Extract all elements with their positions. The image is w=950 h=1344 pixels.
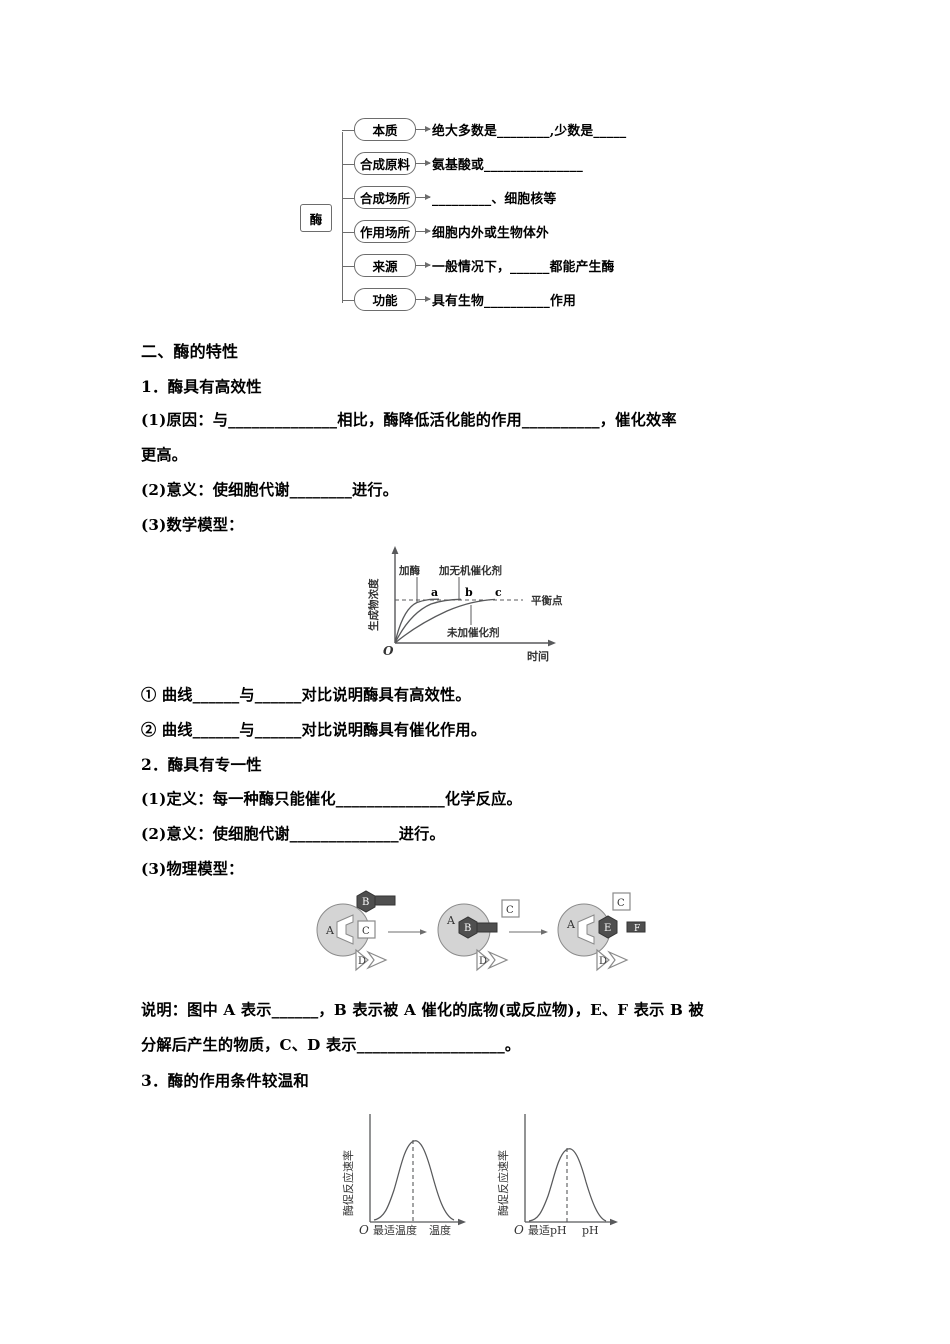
mindmap-node-label: 合成原料 bbox=[354, 152, 416, 175]
chart-rate-vs-temperature: 酶促反应速率 O 最适温度 温度 bbox=[341, 1114, 466, 1237]
arrow-right-icon bbox=[416, 262, 431, 268]
svg-text:加酶: 加酶 bbox=[398, 564, 420, 577]
svg-text:温度: 温度 bbox=[429, 1223, 451, 1237]
item1-line3: (2)意义：使细胞代谢________进行。 bbox=[141, 481, 399, 499]
chart-product-concentration-vs-time: 生成物浓度 O 时间 加酶 加无机催化剂 未加催化剂 平衡点 a b c bbox=[355, 543, 585, 663]
mindmap-node-label: 合成场所 bbox=[354, 186, 416, 209]
subsection-1-heading: 1．酶具有高效性 bbox=[141, 377, 262, 396]
svg-text:时间: 时间 bbox=[527, 649, 549, 663]
svg-text:O: O bbox=[383, 644, 394, 658]
svg-text:生成物浓度: 生成物浓度 bbox=[367, 578, 380, 631]
svg-text:酶促反应速率: 酶促反应速率 bbox=[496, 1150, 510, 1216]
svg-text:pH: pH bbox=[582, 1224, 599, 1237]
enzyme-mindmap-diagram: 酶 本质 绝大多数是________,少数是_____ 合成原料 氨基酸或___… bbox=[300, 118, 700, 338]
chart1-note1: ① 曲线______与______对比说明酶具有高效性。 bbox=[141, 686, 471, 704]
chart1-note2: ② 曲线______与______对比说明酶具有催化作用。 bbox=[141, 721, 487, 739]
branch-line bbox=[342, 266, 354, 267]
physmodel-group-2: A B C D bbox=[437, 899, 520, 972]
chart-rate-vs-ph: 酶促反应速率 O 最适pH pH bbox=[496, 1114, 618, 1237]
arrow-right-icon bbox=[416, 126, 431, 132]
item2-line2: (2)意义：使细胞代谢______________进行。 bbox=[141, 825, 445, 843]
branch-line bbox=[342, 130, 354, 131]
svg-text:B: B bbox=[362, 897, 369, 908]
branch-line bbox=[342, 232, 354, 233]
arrow-right-icon bbox=[416, 160, 431, 166]
svg-text:E: E bbox=[604, 923, 611, 934]
mindmap-node-label: 作用场所 bbox=[354, 220, 416, 243]
physmodel-note-line1: 说明：图中 A 表示______，B 表示被 A 催化的底物(或反应物)，E、F… bbox=[141, 1001, 704, 1019]
subsection-2-heading: 2．酶具有专一性 bbox=[141, 755, 262, 774]
branch-line bbox=[342, 300, 354, 301]
svg-text:酶促反应速率: 酶促反应速率 bbox=[341, 1150, 355, 1216]
physmodel-svg: A B C D A bbox=[316, 890, 646, 972]
mindmap-row-text: 细胞内外或生物体外 bbox=[432, 226, 549, 241]
mindmap-row-text: 一般情况下，______都能产生酶 bbox=[432, 260, 615, 275]
chart-pair-svg: 酶促反应速率 O 最适温度 温度 酶促反应速率 O bbox=[341, 1114, 618, 1237]
svg-text:D: D bbox=[358, 956, 366, 967]
reaction-arrow-icon-1 bbox=[388, 929, 427, 935]
item1-line1: (1)原因：与______________相比，酶降低活化能的作用_______… bbox=[141, 411, 677, 429]
reaction-arrow-icon-2 bbox=[509, 929, 548, 935]
svg-text:A: A bbox=[325, 924, 335, 937]
item2-line3: (3)物理模型： bbox=[141, 860, 244, 878]
arrow-right-icon bbox=[416, 228, 431, 234]
svg-text:C: C bbox=[617, 898, 625, 909]
svg-text:b: b bbox=[465, 586, 473, 599]
mindmap-row-text: 氨基酸或_______________ bbox=[432, 158, 583, 173]
svg-text:C: C bbox=[362, 926, 370, 937]
mindmap-root-node: 酶 bbox=[300, 204, 332, 232]
branch-line bbox=[342, 198, 354, 199]
mindmap-node-label: 本质 bbox=[354, 118, 416, 141]
arrow-right-icon bbox=[416, 296, 431, 302]
physmodel-group-1: A B C D bbox=[316, 890, 396, 972]
svg-text:D: D bbox=[599, 956, 607, 967]
svg-text:O: O bbox=[514, 1223, 524, 1237]
svg-text:B: B bbox=[464, 923, 471, 934]
item1-line4: (3)数学模型： bbox=[141, 516, 244, 534]
svg-text:平衡点: 平衡点 bbox=[531, 594, 563, 607]
svg-text:最适温度: 最适温度 bbox=[373, 1223, 417, 1237]
section-title: 二、酶的特性 bbox=[141, 342, 239, 361]
enzyme-specificity-physical-model: A B C D A bbox=[296, 888, 661, 986]
svg-text:A: A bbox=[566, 918, 576, 931]
svg-text:a: a bbox=[431, 586, 438, 599]
mindmap-row-text: 绝大多数是________,少数是_____ bbox=[432, 124, 627, 139]
mindmap-row-text: _________、细胞核等 bbox=[432, 192, 557, 207]
svg-text:c: c bbox=[495, 586, 502, 599]
svg-text:F: F bbox=[634, 924, 640, 934]
enzyme-condition-charts: 酶促反应速率 O 最适温度 温度 酶促反应速率 O bbox=[330, 1112, 630, 1237]
subsection-3-heading: 3．酶的作用条件较温和 bbox=[141, 1071, 309, 1090]
svg-text:O: O bbox=[359, 1223, 369, 1237]
arrow-right-icon bbox=[416, 194, 431, 200]
item2-line1: (1)定义：每一种酶只能催化______________化学反应。 bbox=[141, 790, 522, 808]
svg-text:C: C bbox=[506, 905, 514, 916]
chart1-svg: 生成物浓度 O 时间 加酶 加无机催化剂 未加催化剂 平衡点 a b c bbox=[367, 546, 563, 663]
mindmap-node-label: 来源 bbox=[354, 254, 416, 277]
mindmap-node-label: 功能 bbox=[354, 288, 416, 311]
branch-line bbox=[342, 164, 354, 165]
mindmap-spine bbox=[342, 132, 343, 303]
svg-text:未加催化剂: 未加催化剂 bbox=[446, 626, 500, 639]
svg-text:D: D bbox=[479, 956, 487, 967]
physmodel-note-line2: 分解后产生的物质，C、D 表示___________________。 bbox=[141, 1036, 521, 1054]
mindmap-row-text: 具有生物__________作用 bbox=[432, 294, 576, 309]
svg-text:A: A bbox=[446, 914, 456, 927]
item1-line2: 更高。 bbox=[141, 446, 188, 464]
svg-text:加无机催化剂: 加无机催化剂 bbox=[438, 564, 502, 577]
physmodel-group-3: A E F C D bbox=[557, 892, 646, 972]
svg-text:最适pH: 最适pH bbox=[528, 1224, 567, 1237]
